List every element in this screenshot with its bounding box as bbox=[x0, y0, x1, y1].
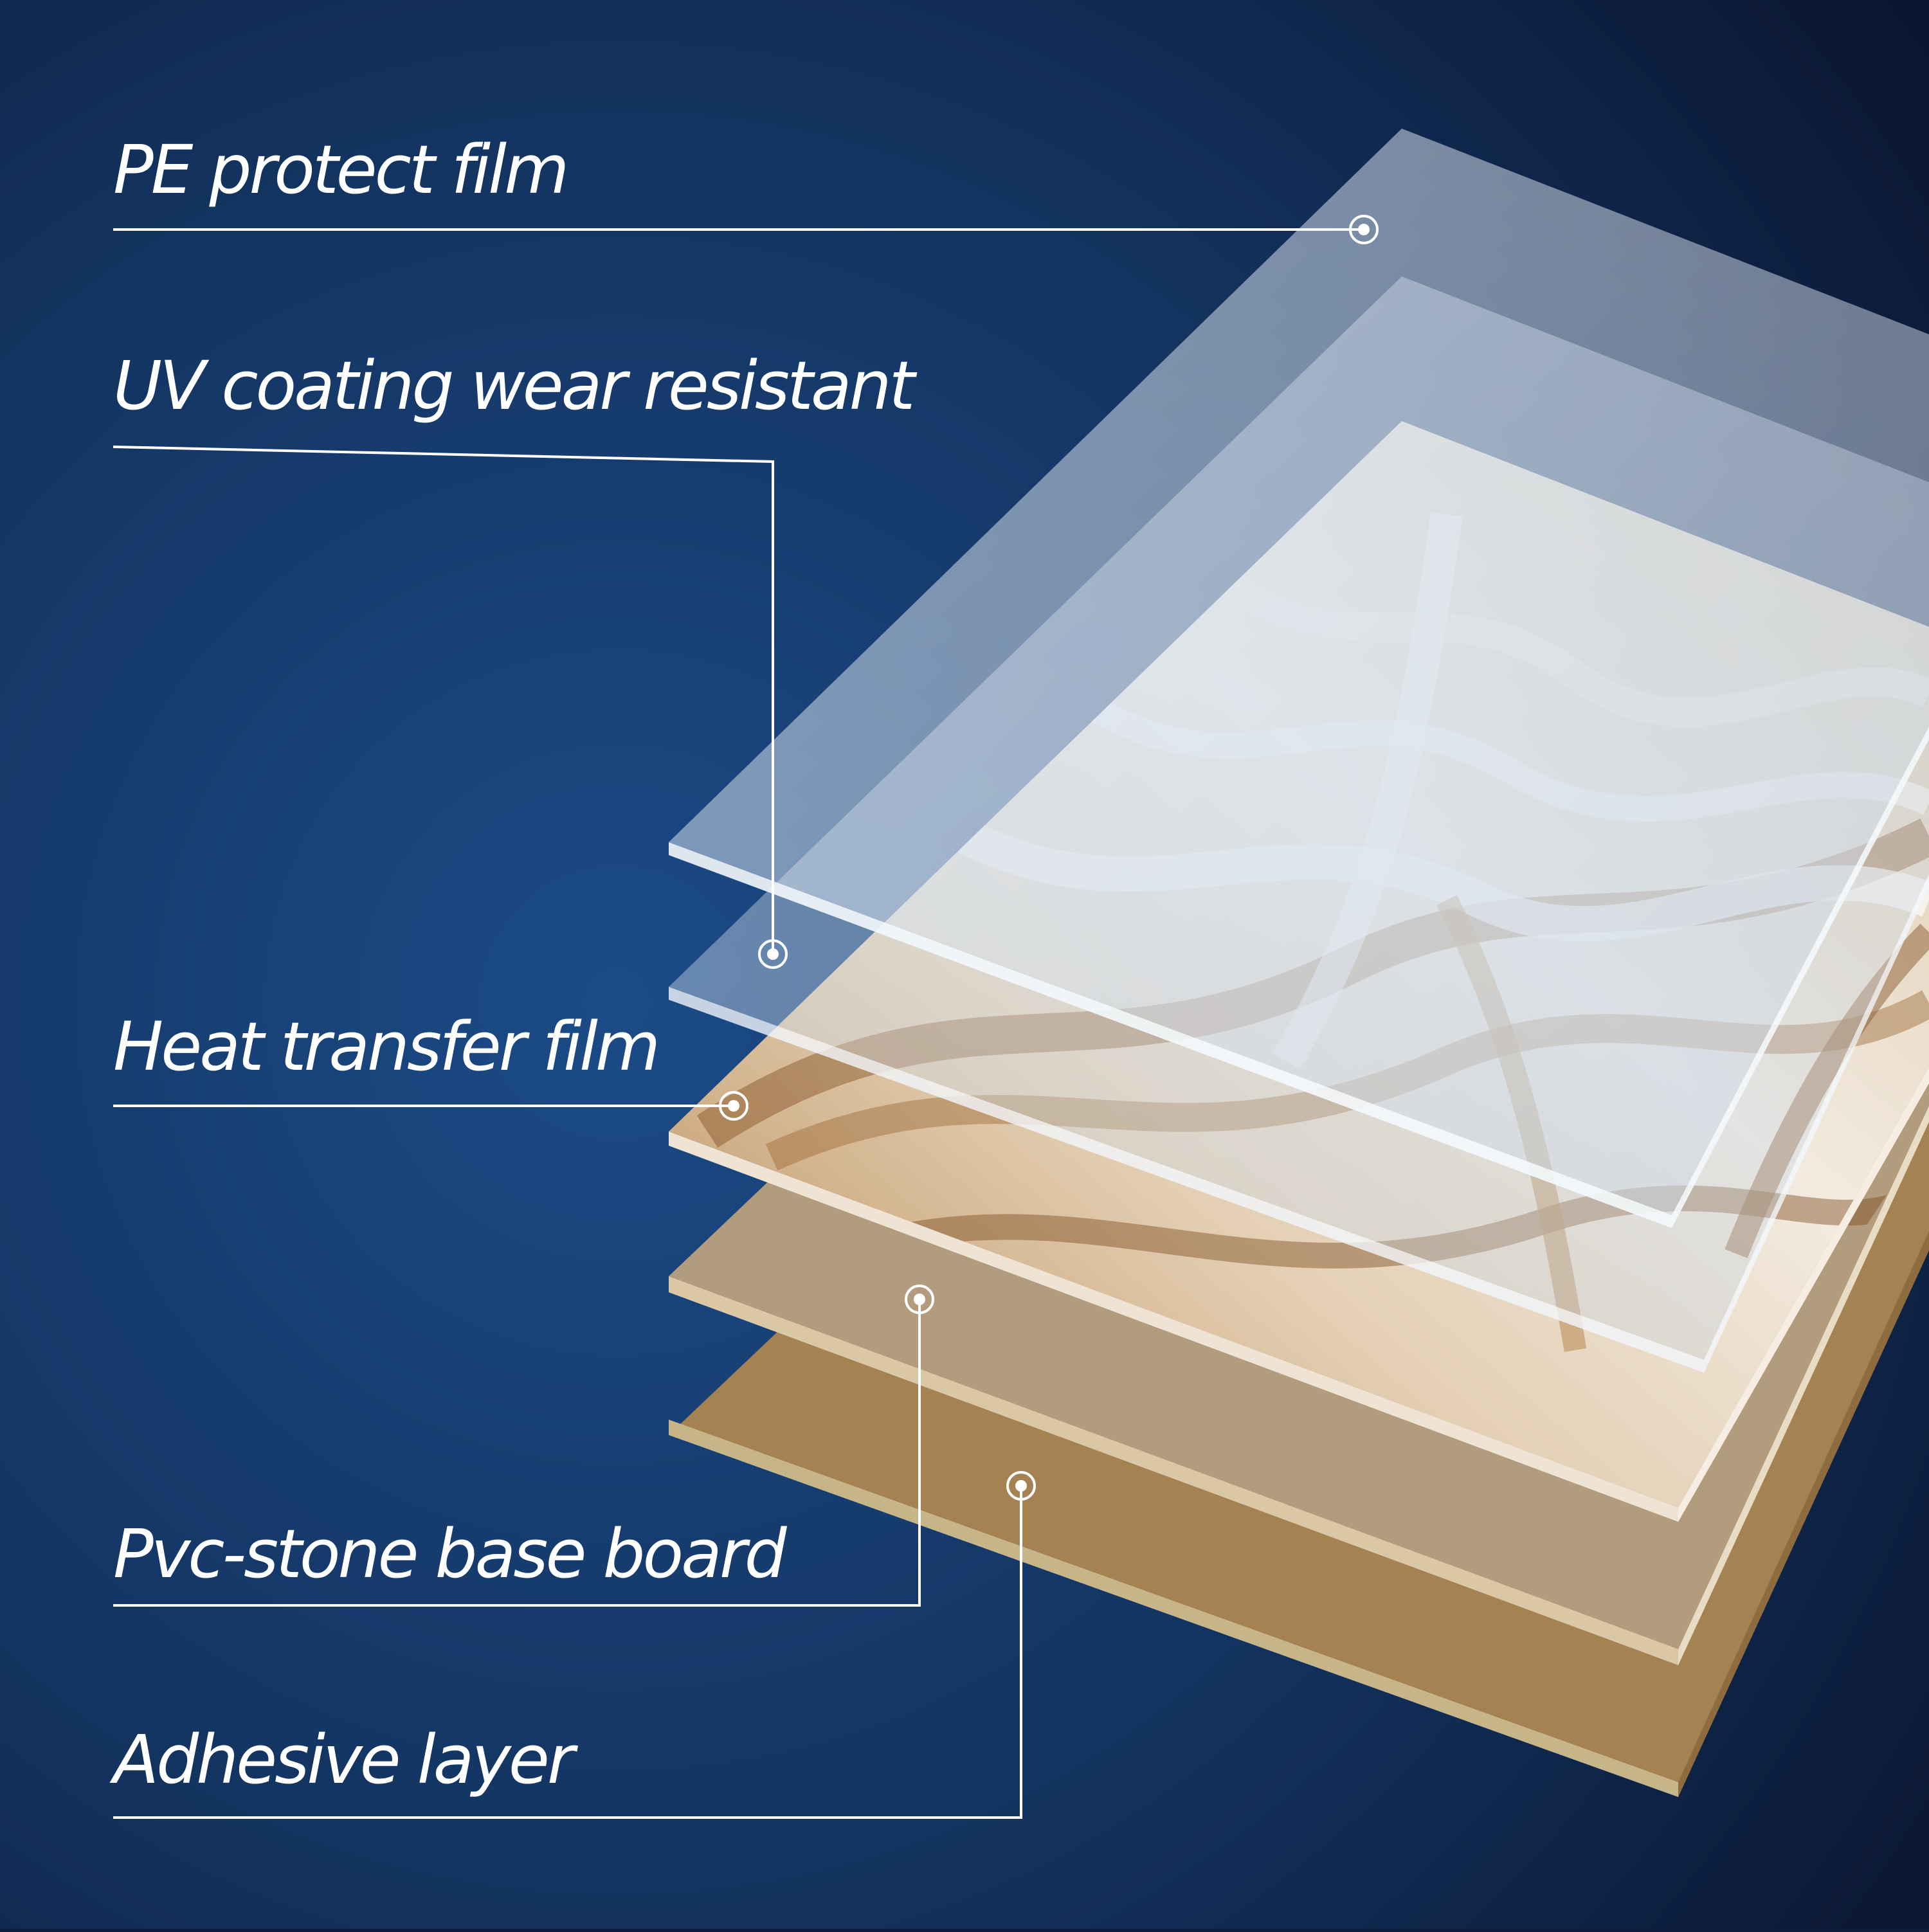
label-adhesive-layer: Adhesive layer bbox=[113, 1726, 572, 1793]
label-uv-coating: UV coating wear resistant bbox=[113, 352, 912, 419]
label-pe-protect-film: PE protect film bbox=[113, 136, 566, 203]
label-heat-transfer-film: Heat transfer film bbox=[113, 1013, 658, 1080]
label-pvc-stone-base-board: Pvc-stone base board bbox=[113, 1521, 784, 1587]
